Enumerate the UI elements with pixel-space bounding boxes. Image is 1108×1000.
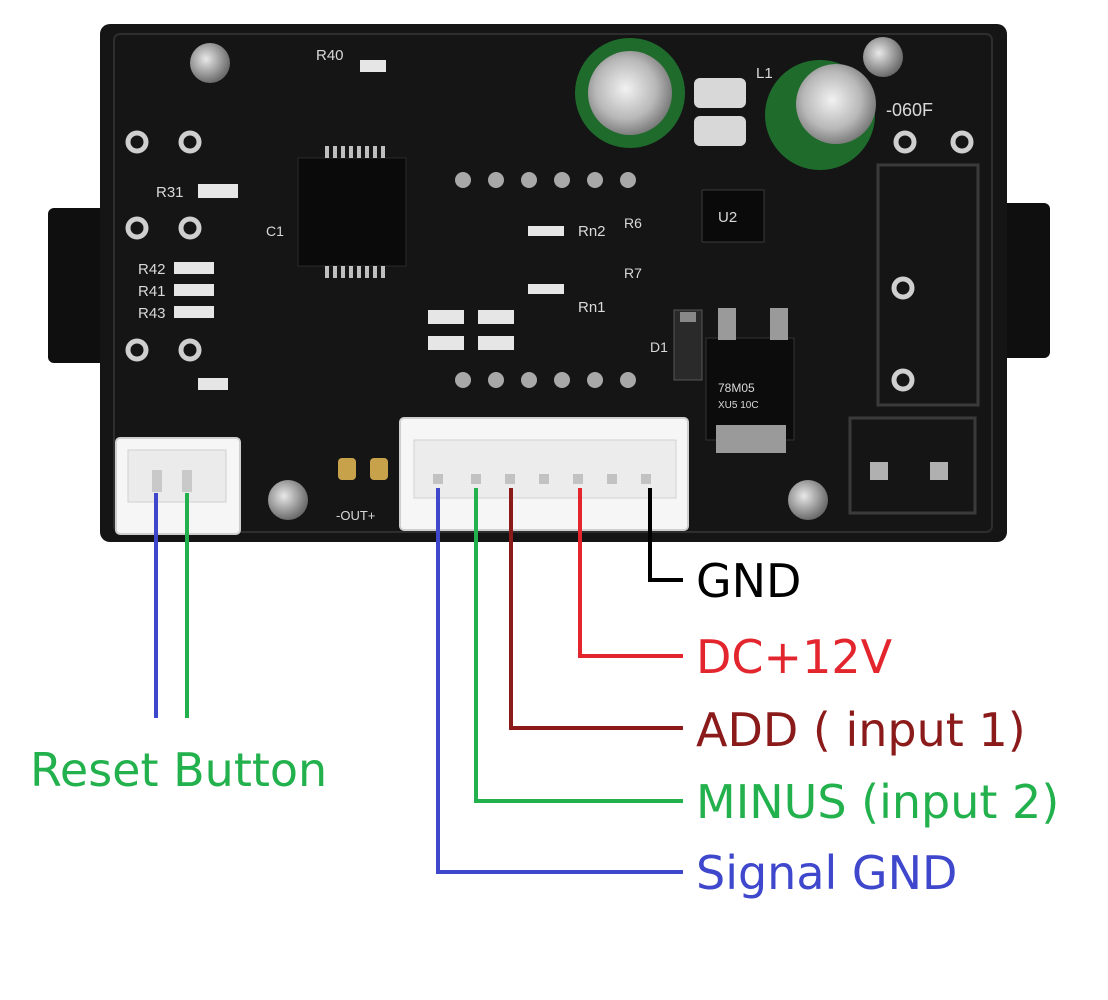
silk-r6: R6 bbox=[624, 215, 642, 231]
gnd-wire bbox=[648, 488, 683, 582]
u2-chip bbox=[701, 189, 765, 243]
capacitor-top bbox=[796, 64, 876, 144]
dc12v-wire bbox=[578, 488, 683, 658]
gnd-label: GND bbox=[696, 554, 801, 608]
silk-u2: U2 bbox=[718, 209, 737, 226]
silk-r7: R7 bbox=[624, 265, 642, 281]
lower-right-outline bbox=[848, 416, 977, 515]
diode-band bbox=[680, 312, 696, 322]
silk-rn2: Rn2 bbox=[578, 223, 606, 240]
silk-l1: L1 bbox=[756, 65, 773, 82]
out-pads bbox=[338, 458, 388, 480]
pad bbox=[930, 462, 948, 480]
regulator-pin bbox=[770, 308, 788, 340]
regulator-marking: 78M05 bbox=[718, 381, 755, 395]
silk-c1: C1 bbox=[266, 223, 284, 239]
minus-input2-label: MINUS (input 2) bbox=[696, 775, 1059, 829]
signal-gnd-label: Signal GND bbox=[696, 846, 957, 900]
reset-button-label: Reset Button bbox=[30, 743, 327, 797]
capacitor-top bbox=[588, 51, 672, 135]
left-mount-clip bbox=[48, 208, 110, 363]
regulator-tab bbox=[716, 425, 786, 453]
silk-out: -OUT+ bbox=[336, 508, 375, 523]
header-pads bbox=[455, 172, 636, 388]
main-connector bbox=[399, 417, 689, 531]
silk-d1: D1 bbox=[650, 339, 668, 355]
side-outline bbox=[876, 163, 980, 407]
add-input1-label: ADD ( input 1) bbox=[696, 703, 1026, 757]
minus-wire bbox=[474, 488, 683, 803]
regulator-pin bbox=[718, 308, 736, 340]
silk-r41: R41 bbox=[138, 283, 166, 300]
reset-connector bbox=[115, 437, 241, 535]
inductor-l1-part bbox=[694, 116, 746, 146]
silk-r43: R43 bbox=[138, 305, 166, 322]
silk-rn1: Rn1 bbox=[578, 299, 606, 316]
pad bbox=[870, 462, 888, 480]
plated-holes bbox=[125, 130, 974, 392]
wiring-lines bbox=[154, 488, 683, 874]
right-mount-clip bbox=[998, 203, 1050, 358]
chip-pins bbox=[325, 146, 385, 278]
dc12v-label: DC+12V bbox=[696, 630, 893, 684]
silk-model: -060F bbox=[886, 100, 933, 120]
silk-r42: R42 bbox=[138, 261, 166, 278]
inductor-l1 bbox=[694, 78, 746, 108]
voltage-regulator bbox=[705, 337, 795, 441]
smd-components bbox=[174, 60, 564, 390]
mounting-screws bbox=[190, 37, 903, 520]
regulator-marking-2: XU5 10C bbox=[718, 400, 759, 411]
microcontroller-chip bbox=[297, 157, 407, 267]
silk-r31: R31 bbox=[156, 184, 184, 201]
silk-r40: R40 bbox=[316, 47, 344, 64]
pcb-outline bbox=[113, 33, 993, 533]
add-wire bbox=[509, 488, 683, 730]
signal-gnd-wire bbox=[436, 488, 683, 874]
